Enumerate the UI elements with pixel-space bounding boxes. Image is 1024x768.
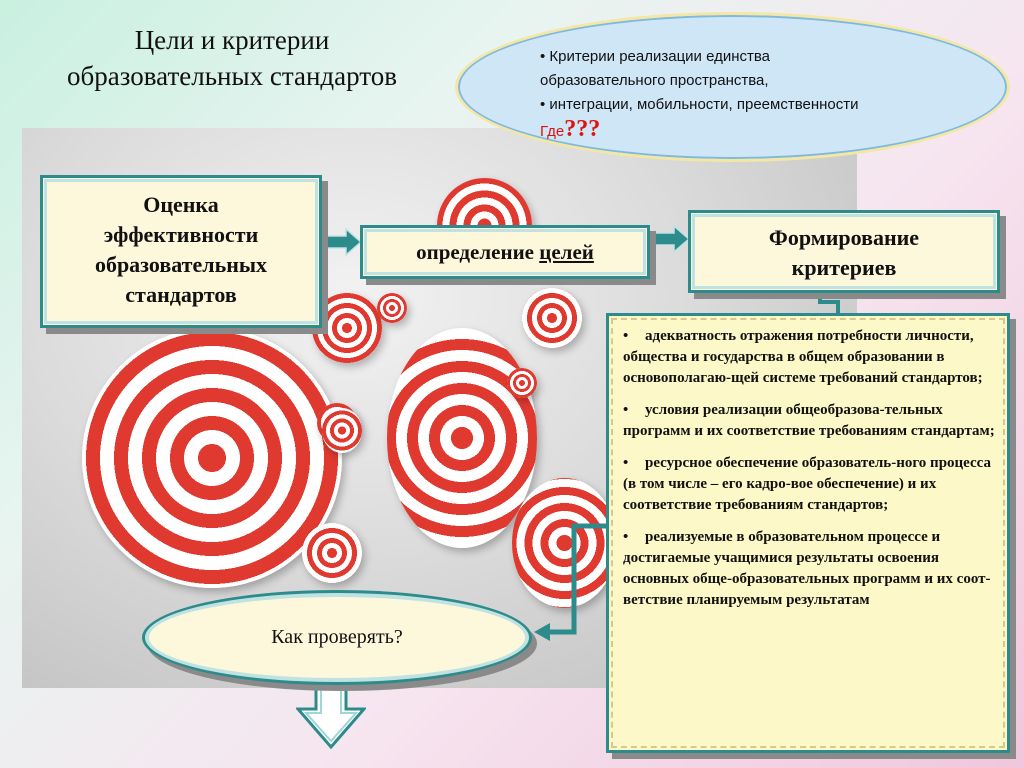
note-question-marks: ??? <box>564 116 601 142</box>
title-line-1: Цели и критерии <box>134 25 330 55</box>
goals-word: целей <box>539 240 594 264</box>
criteria-list-box: •адекватность отражения потребности личн… <box>606 313 1010 753</box>
note-line-2: образовательного пространства, <box>540 72 769 89</box>
target-large-center <box>387 328 537 548</box>
target-bottom-left <box>302 523 362 583</box>
note-line-1: • Критерии реализации единства <box>540 48 771 65</box>
target-right-mid <box>507 368 537 398</box>
target-mid-small <box>312 293 382 363</box>
target-large-left <box>82 328 342 588</box>
criteria-note-ellipse: • Критерии реализации единства образоват… <box>455 12 1010 162</box>
target-right-top <box>522 288 582 348</box>
criteria-item: •условия реализации общеобразова-тельных… <box>623 402 995 439</box>
check-label: Как проверять? <box>271 626 403 648</box>
check-ellipse: Как проверять? <box>142 590 532 685</box>
formation-line-1: Формирование <box>768 225 920 250</box>
target-small-3 <box>322 408 362 453</box>
evaluation-line-3: образовательных <box>94 252 268 277</box>
arrow-list-to-check <box>534 523 608 641</box>
goals-prefix: определение <box>416 240 540 264</box>
target-small-2 <box>377 293 407 323</box>
target-right-bottom <box>512 478 617 608</box>
criteria-item: •ресурсное обеспечение образователь-ного… <box>623 455 992 513</box>
note-where: Где <box>540 123 565 140</box>
goals-box: определение целей <box>360 225 650 279</box>
formation-line-2: критериев <box>791 255 897 280</box>
evaluation-box: Оценка эффективности образовательных ста… <box>40 175 322 328</box>
evaluation-line-2: эффективности <box>103 222 259 247</box>
arrow-eval-to-goals <box>322 228 362 256</box>
criteria-list: •адекватность отражения потребности личн… <box>623 326 997 611</box>
note-line-3: • интеграции, мобильности, преемственнос… <box>540 96 859 113</box>
connector-formation-to-list <box>818 292 840 314</box>
evaluation-line-1: Оценка <box>143 192 219 217</box>
arrow-goals-to-criteria <box>650 225 690 253</box>
criteria-formation-box: Формирование критериев <box>688 210 1000 293</box>
slide-title: Цели и критерии образовательных стандарт… <box>12 22 452 94</box>
evaluation-line-4: стандартов <box>125 282 237 307</box>
title-line-2: образовательных стандартов <box>67 61 397 91</box>
criteria-item: •реализуемые в образовательном процессе … <box>623 529 991 608</box>
criteria-item: •адекватность отражения потребности личн… <box>623 328 983 386</box>
